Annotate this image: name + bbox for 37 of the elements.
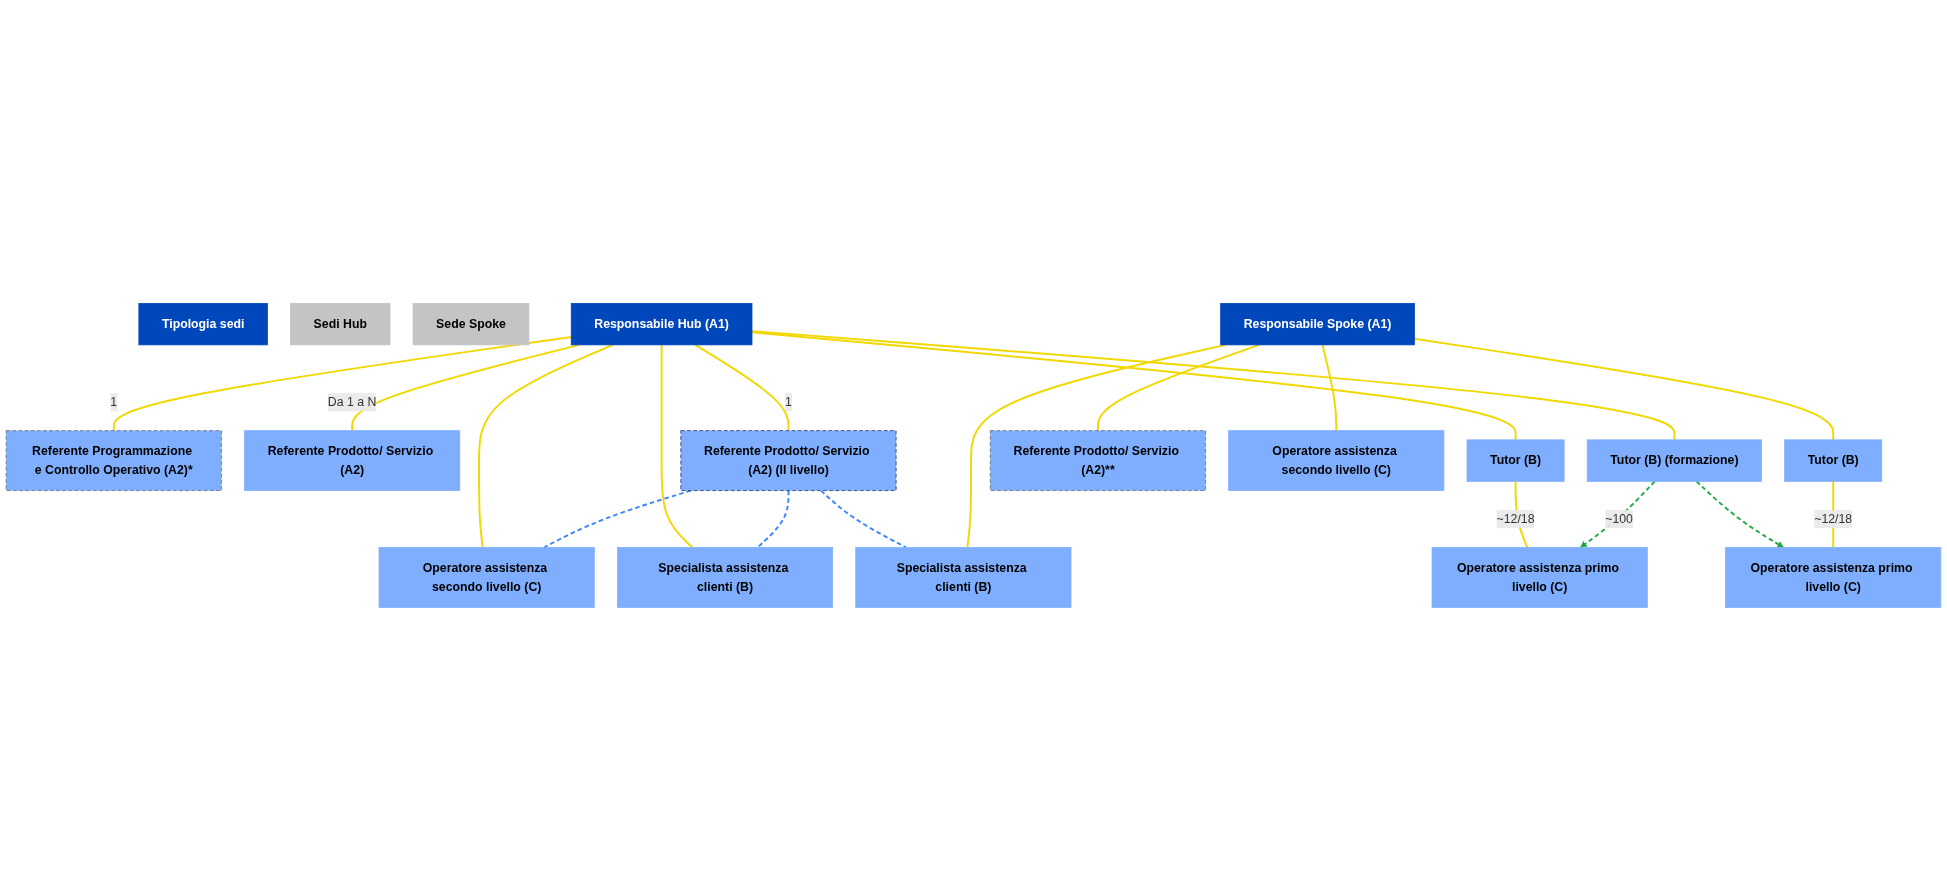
connector xyxy=(820,489,908,549)
node-box: Referente Prodotto/ Servizio (A2) (II livello) xyxy=(680,430,897,491)
connector xyxy=(542,489,692,549)
connector xyxy=(751,331,1517,441)
edge-label: ~100 xyxy=(1605,512,1633,526)
connector xyxy=(478,343,614,549)
node-box: Tutor (B) xyxy=(1466,439,1565,482)
edge-label: ~12/18 xyxy=(1814,512,1853,526)
node-box: Referente Prodotto/ Servizio (A2) xyxy=(244,430,461,491)
node-box: Operatore assistenza primo livello (C) xyxy=(1431,547,1648,608)
node-box: Specialista assistenza clienti (B) xyxy=(855,547,1072,608)
node-box: Referente Programmazione e Controllo Operativo (A2)* xyxy=(5,430,222,491)
edge-label: Da 1 a N xyxy=(327,395,377,409)
connector xyxy=(660,343,694,549)
connector xyxy=(1413,337,1835,441)
node-box: Referente Prodotto/ Servizio (A2)** xyxy=(989,430,1206,491)
node-box: Responsabile Spoke (A1) xyxy=(1220,303,1415,346)
connector xyxy=(1321,343,1338,432)
node-box: Operatore assistenza primo livello (C) xyxy=(1725,547,1942,608)
node-box: Responsabile Hub (A1) xyxy=(570,303,753,346)
node-box: Operatore assistenza secondo livello (C) xyxy=(378,547,595,608)
node-box: Sede Spoke xyxy=(412,303,530,346)
node-box: Tutor (B) xyxy=(1784,439,1883,482)
connector xyxy=(112,336,573,432)
node-box: Tipologia sedi xyxy=(138,303,268,346)
arrow xyxy=(1580,480,1656,548)
connector xyxy=(756,489,790,549)
edge-label: 1 xyxy=(110,395,118,409)
arrow xyxy=(1695,480,1784,548)
edge-label: ~12/18 xyxy=(1496,512,1535,526)
node-box: Operatore assistenza secondo livello (C) xyxy=(1228,430,1445,491)
connector xyxy=(751,330,1676,441)
node-box: Tutor (B) (formazione) xyxy=(1586,439,1762,482)
node-box: Specialista assistenza clienti (B) xyxy=(617,547,834,608)
edge-label: 1 xyxy=(785,395,792,409)
connector xyxy=(694,343,790,432)
node-box: Sedi Hub xyxy=(290,303,391,346)
